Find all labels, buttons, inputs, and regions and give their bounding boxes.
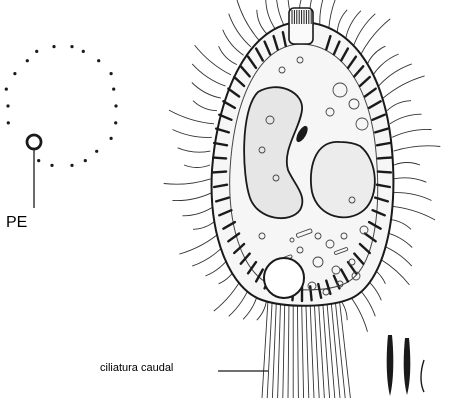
somatic-cilium — [394, 178, 427, 182]
kinety-dot — [84, 159, 87, 162]
kinety-dot — [26, 59, 29, 62]
somatic-cilium — [192, 83, 221, 99]
contractile-vacuole — [264, 258, 304, 298]
somatic-cilium — [179, 232, 221, 254]
kinety-dot — [13, 72, 16, 75]
caudal-cilium — [278, 300, 281, 398]
caudal-cilium — [288, 300, 289, 398]
caudal-cilium — [272, 300, 276, 398]
somatic-cilium — [266, 0, 276, 29]
macronucleus-right — [311, 142, 375, 217]
somatic-cilium — [390, 206, 435, 220]
somatic-cilium — [195, 45, 231, 75]
pe-marker — [27, 135, 41, 208]
somatic-cilium — [173, 193, 212, 201]
kinety-dot — [82, 50, 85, 53]
somatic-cilium — [178, 148, 211, 152]
kinety-dot — [50, 164, 53, 167]
somatic-cilium — [337, 10, 347, 34]
caudal-cilium — [314, 300, 319, 398]
somatic-cilium — [392, 193, 431, 201]
kinety-dot — [6, 104, 9, 107]
kinety-dot-ring — [5, 45, 118, 167]
cilium-thick-2 — [404, 338, 411, 395]
somatic-cilium — [367, 46, 385, 64]
kinety-dot — [5, 88, 8, 91]
kinety-dot — [112, 88, 115, 91]
caudal-cilium — [310, 300, 314, 398]
caudal-cilium — [262, 300, 268, 398]
kinety-dot — [97, 59, 100, 62]
kinety-dot — [70, 45, 73, 48]
caudal-cilium — [331, 300, 340, 398]
somatic-cilium — [383, 76, 425, 98]
caudal-cilium — [302, 300, 304, 398]
kinety-stripe — [310, 286, 311, 300]
somatic-cilium — [229, 14, 251, 47]
cytostome — [289, 8, 313, 44]
somatic-cilium — [184, 165, 210, 168]
somatic-cilium — [329, 0, 343, 29]
kinety-stripe — [213, 172, 226, 173]
somatic-cilium — [276, 0, 284, 26]
kinety-dot — [114, 104, 117, 107]
somatic-cilium — [237, 0, 259, 40]
cilium-thick-1 — [387, 335, 394, 396]
somatic-cilium — [353, 14, 375, 47]
ring-icon — [27, 135, 41, 149]
somatic-cilium — [173, 130, 212, 138]
label-pe: PE — [6, 214, 27, 232]
kinety-dot — [110, 72, 113, 75]
cilium-thin — [421, 360, 424, 392]
caudal-cilium — [339, 300, 350, 398]
somatic-cilium — [182, 206, 214, 216]
kinety-dot — [35, 50, 38, 53]
somatic-cilium — [394, 163, 420, 166]
caudal-cilium — [297, 300, 298, 398]
caudal-cilium — [327, 300, 335, 398]
somatic-cilium — [169, 110, 214, 124]
kinety-stripe — [378, 158, 391, 159]
oral-tube — [289, 8, 313, 44]
kinety-dot — [95, 150, 98, 153]
caudal-cilium — [267, 300, 272, 398]
kinety-dot — [7, 121, 10, 124]
kinety-dot — [37, 159, 40, 162]
caudal-cilium — [283, 300, 285, 398]
kinety-stripe — [378, 172, 391, 173]
kinety-dot — [110, 137, 113, 140]
somatic-cilium — [387, 101, 411, 111]
caudal-cilium — [335, 300, 345, 398]
somatic-cilium — [193, 101, 217, 111]
kinety-dot — [52, 45, 55, 48]
caudal-cilia-bundle — [262, 300, 350, 398]
caudal-cilium — [306, 300, 309, 398]
somatic-cilium — [164, 179, 211, 184]
somatic-cilium — [394, 146, 441, 151]
somatic-cilium — [390, 114, 422, 124]
label-caudal-cilia: ciliatura caudal — [100, 362, 173, 374]
somatic-cilium — [320, 0, 328, 26]
somatic-cilium — [223, 30, 244, 56]
cilia-detail — [387, 335, 424, 396]
kinety-stripe — [213, 158, 226, 159]
somatic-cilium — [392, 129, 431, 137]
kinety-dot — [114, 121, 117, 124]
somatic-cilium — [257, 10, 267, 34]
somatic-cilium — [219, 46, 237, 64]
somatic-cilium — [192, 64, 225, 86]
kinety-dot — [70, 164, 73, 167]
